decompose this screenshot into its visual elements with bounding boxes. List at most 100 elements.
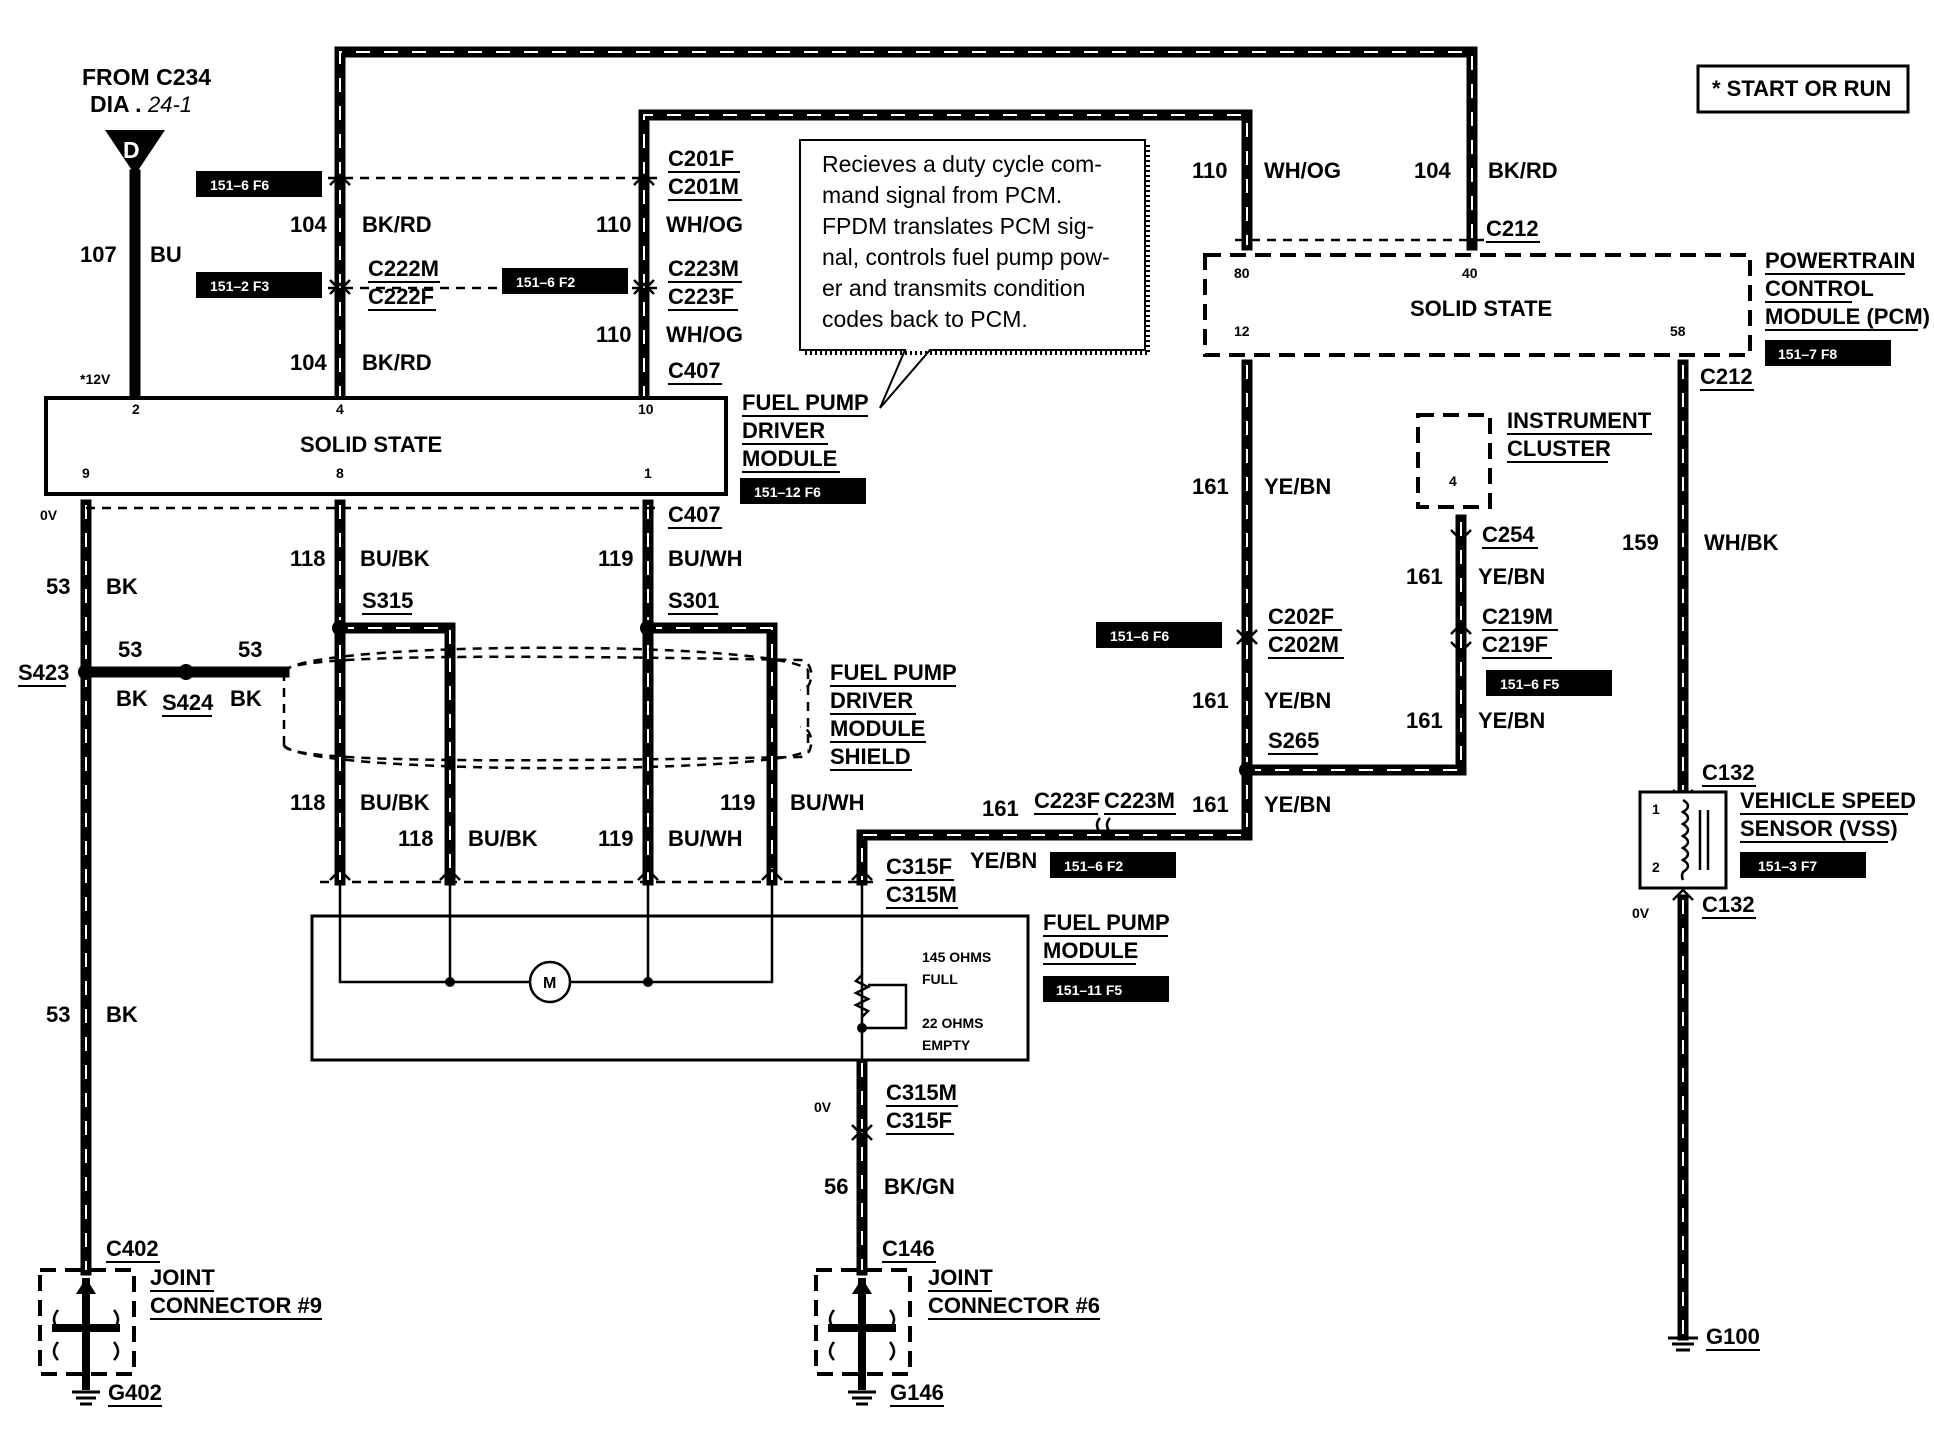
svg-text:161: 161 bbox=[1192, 474, 1229, 499]
svg-text:C223F: C223F bbox=[668, 284, 734, 309]
note-text: * START OR RUN bbox=[1712, 76, 1891, 101]
svg-text:CONTROL: CONTROL bbox=[1765, 276, 1874, 301]
svg-text:151–6 F6: 151–6 F6 bbox=[1110, 628, 1169, 644]
svg-text:C223M: C223M bbox=[668, 256, 739, 281]
svg-text:C315F: C315F bbox=[886, 1108, 952, 1133]
svg-text:CONNECTOR #9: CONNECTOR #9 bbox=[150, 1293, 322, 1318]
joint-connector-9: JOINT CONNECTOR #9 bbox=[38, 1265, 322, 1406]
svg-text:FPDM translates PCM sig-: FPDM translates PCM sig- bbox=[822, 213, 1094, 239]
svg-text:BK/RD: BK/RD bbox=[362, 212, 432, 237]
svg-text:53: 53 bbox=[238, 637, 262, 662]
fpm-full-ohms: 145 OHMS bbox=[922, 949, 991, 965]
svg-text:C223M: C223M bbox=[1104, 788, 1175, 813]
svg-text:C219M: C219M bbox=[1482, 604, 1553, 629]
svg-text:C223F: C223F bbox=[1034, 788, 1100, 813]
from-line2: DIA . bbox=[90, 91, 142, 117]
motor-label: M bbox=[543, 975, 556, 992]
svg-text:BK: BK bbox=[106, 1002, 138, 1027]
svg-text:161: 161 bbox=[982, 796, 1019, 821]
pcm-pin-80: 80 bbox=[1234, 265, 1250, 281]
fpm-ref: 151–11 F5 bbox=[1056, 982, 1122, 998]
svg-text:INSTRUMENT: INSTRUMENT bbox=[1507, 408, 1652, 433]
svg-text:C212: C212 bbox=[1700, 364, 1753, 389]
fpdm-ref-box bbox=[740, 478, 866, 504]
fpdm-box bbox=[44, 396, 728, 496]
pcm-body: SOLID STATE bbox=[1410, 296, 1552, 321]
svg-text:104: 104 bbox=[1414, 158, 1451, 183]
svg-text:BU/BK: BU/BK bbox=[468, 826, 538, 851]
fpdm-pin-8: 8 bbox=[336, 465, 344, 481]
svg-text:JOINT: JOINT bbox=[150, 1265, 215, 1290]
svg-text:nal, controls fuel pump pow-: nal, controls fuel pump pow- bbox=[822, 244, 1110, 270]
svg-text:S424: S424 bbox=[162, 690, 214, 715]
vss-pin-2: 2 bbox=[1652, 859, 1660, 875]
svg-text:S301: S301 bbox=[668, 588, 719, 613]
svg-text:VEHICLE SPEED: VEHICLE SPEED bbox=[1740, 788, 1916, 813]
svg-text:codes back to PCM.: codes back to PCM. bbox=[822, 306, 1028, 332]
svg-text:YE/BN: YE/BN bbox=[1264, 688, 1331, 713]
svg-text:WH/OG: WH/OG bbox=[666, 322, 743, 347]
svg-text:C222M: C222M bbox=[368, 256, 439, 281]
from-symbol: D bbox=[123, 137, 140, 163]
fpdm-pin-9: 9 bbox=[82, 465, 90, 481]
from-line1: FROM C234 bbox=[82, 64, 211, 90]
svg-text:G146: G146 bbox=[890, 1380, 944, 1405]
svg-text:BK: BK bbox=[230, 686, 262, 711]
fpm-internal bbox=[338, 882, 908, 1063]
pcm-pin-40: 40 bbox=[1462, 265, 1478, 281]
svg-text:YE/BN: YE/BN bbox=[1264, 474, 1331, 499]
ground-g100-icon bbox=[1668, 1336, 1698, 1352]
svg-text:BU: BU bbox=[150, 242, 182, 267]
svg-text:161: 161 bbox=[1192, 792, 1229, 817]
fpdm-12v: *12V bbox=[80, 371, 111, 387]
svg-text:C132: C132 bbox=[1702, 760, 1755, 785]
pcm-pin-12: 12 bbox=[1234, 323, 1250, 339]
shield-title: FUEL PUMP DRIVER MODULE SHIELD bbox=[830, 660, 957, 771]
svg-text:161: 161 bbox=[1192, 688, 1229, 713]
note-box bbox=[1696, 64, 1910, 114]
svg-text:MODULE (PCM): MODULE (PCM) bbox=[1765, 304, 1930, 329]
vss-ref: 151–3 F7 bbox=[1758, 858, 1817, 874]
svg-text:118: 118 bbox=[398, 826, 434, 851]
ref-labels: 151–6 F6 151–2 F3 151–6 F2 151–6 F6 151–… bbox=[196, 171, 1612, 878]
pcm-pin-58: 58 bbox=[1670, 323, 1686, 339]
fpm-empty-ohms: 22 OHMS bbox=[922, 1015, 983, 1031]
fpm-ref-box bbox=[1043, 976, 1169, 1002]
svg-text:C254: C254 bbox=[1482, 522, 1535, 547]
svg-text:C222F: C222F bbox=[368, 284, 434, 309]
svg-text:BK/RD: BK/RD bbox=[362, 350, 432, 375]
vss-pin-1: 1 bbox=[1652, 801, 1660, 817]
cluster-box bbox=[1416, 413, 1492, 509]
svg-text:119: 119 bbox=[598, 826, 634, 851]
fpm-title: FUEL PUMP MODULE bbox=[1043, 910, 1170, 965]
pcm-title: POWERTRAIN CONTROL MODULE (PCM) bbox=[1765, 248, 1930, 331]
svg-text:er and transmits condition: er and transmits condition bbox=[822, 275, 1085, 301]
svg-text:FUEL PUMP: FUEL PUMP bbox=[830, 660, 957, 685]
fpdm-0v: 0V bbox=[40, 507, 58, 523]
fpdm-pin-1: 1 bbox=[644, 465, 652, 481]
svg-text:S265: S265 bbox=[1268, 728, 1319, 753]
svg-text:151–6 F6: 151–6 F6 bbox=[210, 177, 269, 193]
svg-text:MODULE: MODULE bbox=[830, 716, 925, 741]
svg-text:159: 159 bbox=[1622, 530, 1659, 555]
svg-text:JOINT: JOINT bbox=[928, 1265, 993, 1290]
from-page: 24-1 bbox=[147, 92, 192, 117]
svg-text:WH/OG: WH/OG bbox=[1264, 158, 1341, 183]
callout: Recieves a duty cycle com- mand signal f… bbox=[799, 139, 1150, 409]
svg-text:104: 104 bbox=[290, 212, 327, 237]
svg-text:104: 104 bbox=[290, 350, 327, 375]
svg-text:S423: S423 bbox=[18, 660, 69, 685]
svg-text:DRIVER: DRIVER bbox=[830, 688, 913, 713]
from-c234-triangle-icon bbox=[105, 130, 165, 175]
svg-text:110: 110 bbox=[1192, 158, 1228, 183]
svg-text:119: 119 bbox=[720, 790, 756, 815]
svg-text:Recieves a duty cycle com-: Recieves a duty cycle com- bbox=[822, 151, 1102, 177]
svg-text:YE/BN: YE/BN bbox=[970, 848, 1037, 873]
svg-text:151–6 F2: 151–6 F2 bbox=[516, 274, 575, 290]
wire-110-loop bbox=[638, 109, 1253, 406]
vss-ref-box bbox=[1740, 852, 1866, 878]
fpm-empty: EMPTY bbox=[922, 1037, 971, 1053]
svg-text:BU/WH: BU/WH bbox=[668, 826, 743, 851]
svg-text:C315F: C315F bbox=[886, 854, 952, 879]
svg-text:C132: C132 bbox=[1702, 892, 1755, 917]
